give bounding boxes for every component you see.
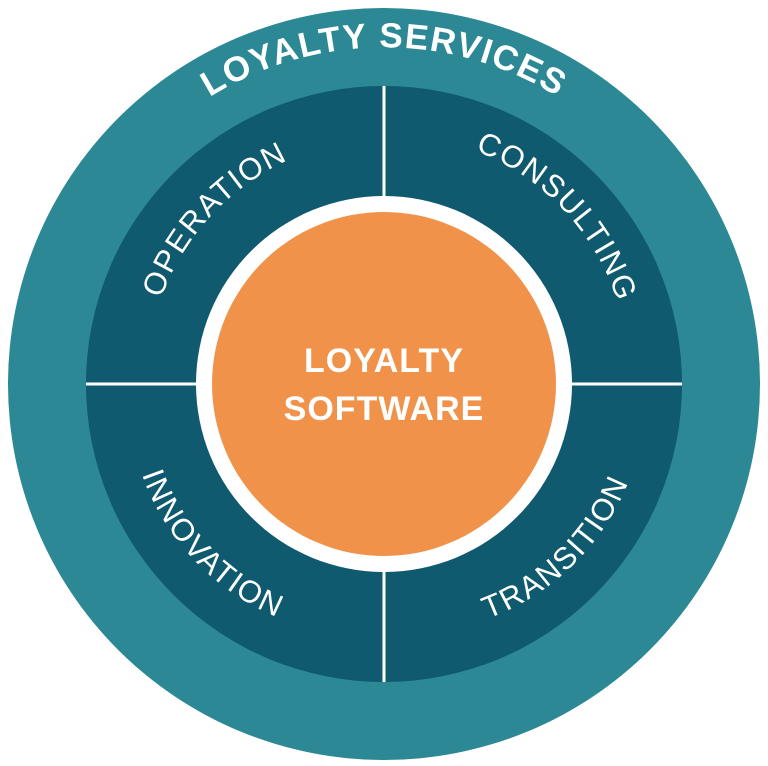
center-label-line1: LOYALTY <box>304 342 464 380</box>
center-label-line2: SOFTWARE <box>284 390 485 428</box>
center-circle <box>212 212 556 556</box>
